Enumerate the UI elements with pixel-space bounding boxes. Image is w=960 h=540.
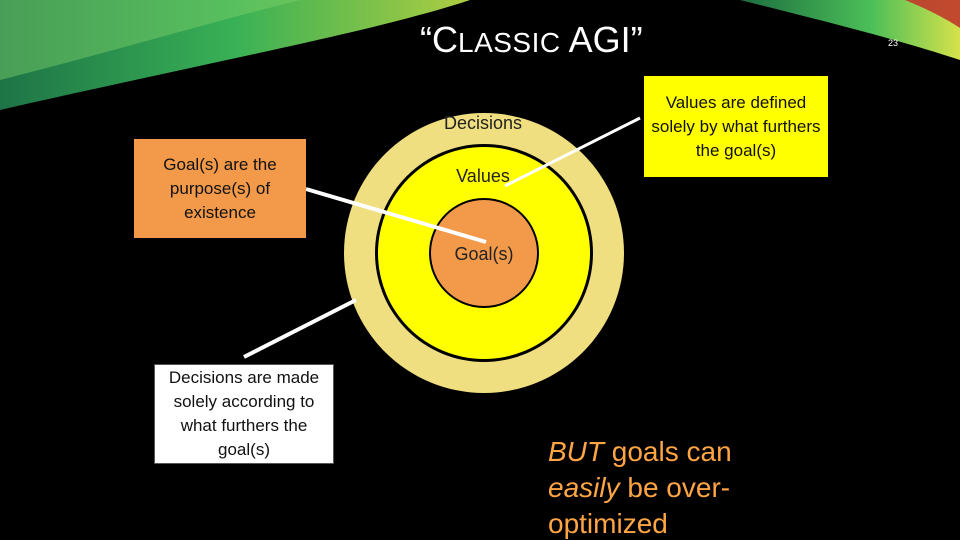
ribbon-right [740, 0, 960, 60]
title-close-quote: ” [630, 19, 643, 60]
ring-label-decisions: Decisions [443, 113, 523, 133]
callout-goals-text: Goal(s) are the purpose(s) of existence [163, 154, 277, 222]
callout-decisions-text: Decisions are made solely according to w… [168, 368, 320, 459]
ribbon-left-highlight [0, 0, 300, 80]
title-open-quote: “ [420, 19, 432, 60]
callout-values-text: Values are defined solely by what furthe… [651, 92, 821, 160]
connector-decisions [243, 298, 357, 359]
connector-goals [305, 187, 487, 244]
slide-title: “CLASSIC AGI” [420, 18, 840, 65]
note-easily: easily [548, 472, 620, 503]
ring-label-values: Values [456, 166, 510, 186]
callout-values-defined: Values are defined solely by what furthe… [644, 76, 828, 177]
title-small-caps: LASSIC [458, 27, 561, 58]
ring-label-goals: Goal(s) [454, 244, 514, 264]
title-agi: AGI [560, 19, 631, 60]
slide-number: 23 [887, 38, 898, 48]
ribbon-right-red [905, 0, 960, 28]
note-but: BUT [548, 436, 604, 467]
callout-goals-purpose: Goal(s) are the purpose(s) of existence [134, 139, 306, 238]
over-optimized-note: BUT goals can easily be over-optimized [548, 434, 808, 540]
ribbon-left [0, 0, 470, 110]
connector-values [504, 116, 641, 188]
callout-decisions-made: Decisions are made solely according to w… [154, 364, 334, 464]
note-goals-can: goals can [604, 436, 732, 467]
ring-goals [431, 200, 537, 306]
title-initial: C [432, 19, 458, 60]
note-over-optimized: be over-optimized [548, 472, 731, 539]
